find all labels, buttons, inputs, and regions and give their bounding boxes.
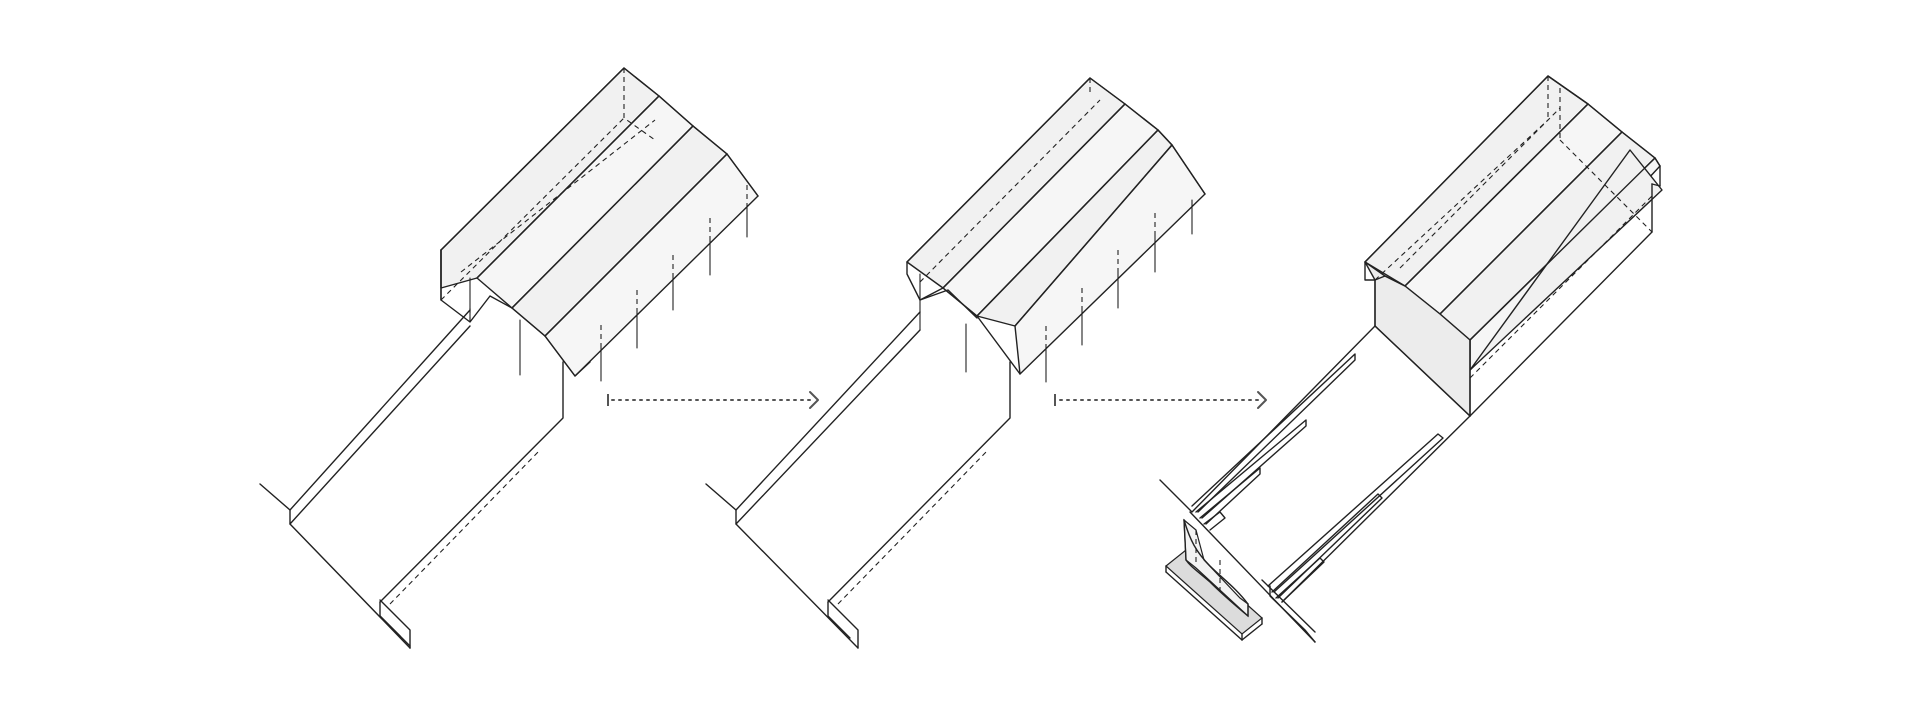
stage-2-roof [906, 77, 1206, 383]
transition-arrow-1 [607, 391, 819, 409]
transition-arrow-2 [1054, 391, 1267, 409]
stage-1-ground [259, 309, 564, 649]
stage-1-drawing [259, 67, 759, 649]
stage-2-drawing [705, 77, 1206, 649]
stage-3-ground [1159, 325, 1471, 643]
stage-3-drawing [1159, 75, 1663, 643]
stage-3-curved-panel [1165, 518, 1263, 641]
stage-3-building [1364, 75, 1663, 417]
stage-2-ground [705, 311, 1011, 649]
stage-1-roof [440, 67, 759, 382]
